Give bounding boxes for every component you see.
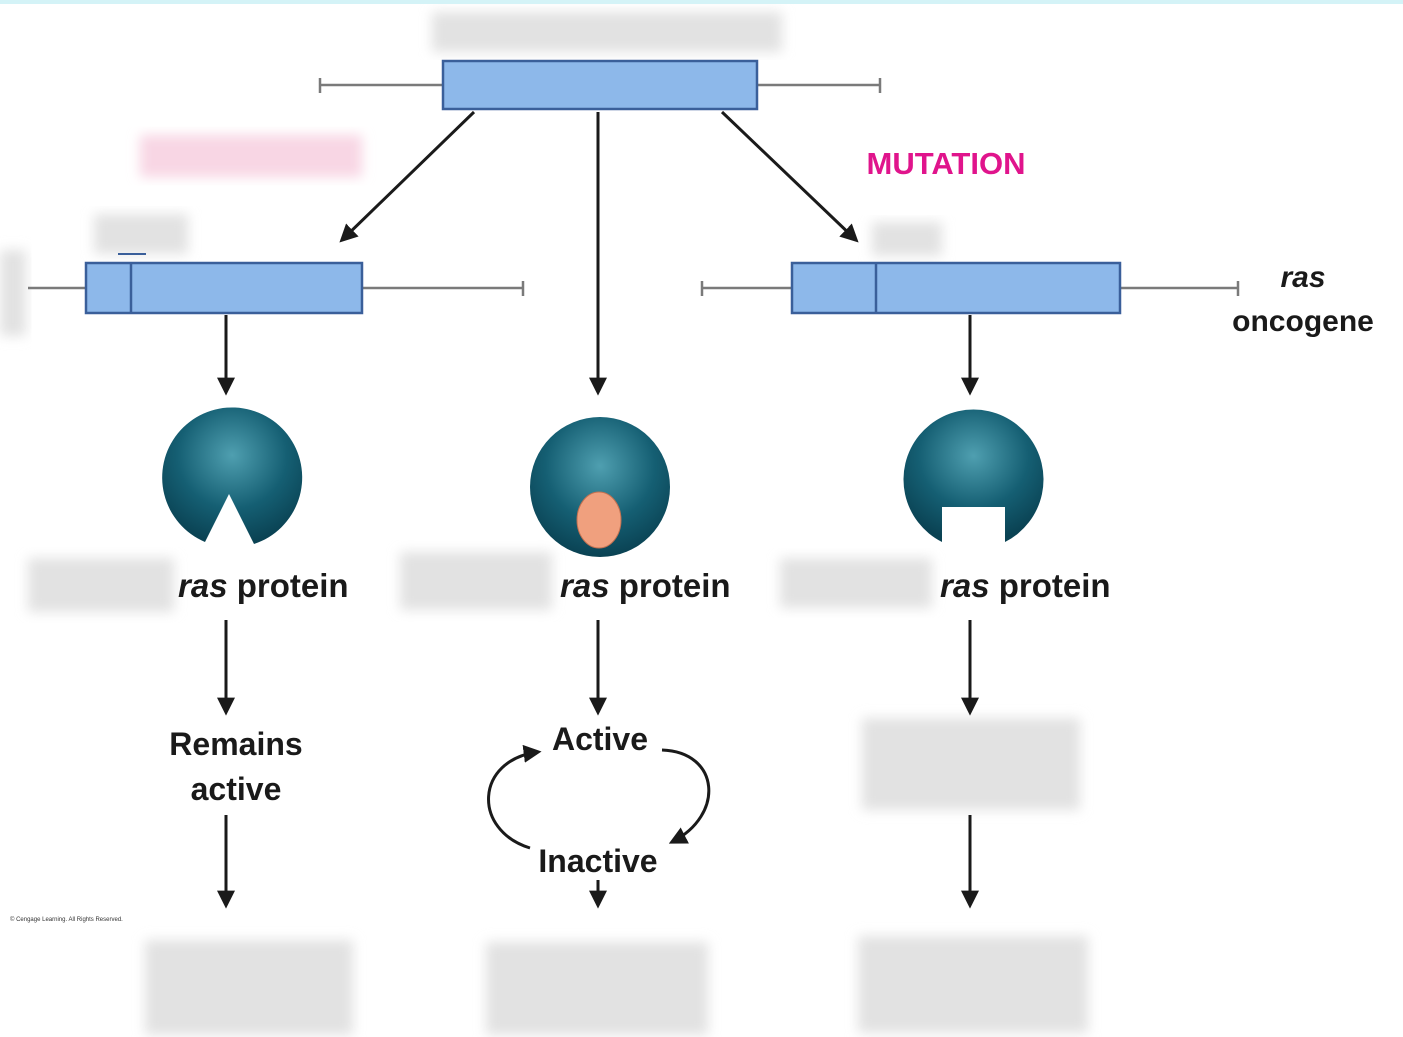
- active-label-left: active: [191, 771, 282, 807]
- hidden-label-bottom-mid: [486, 942, 708, 1035]
- oncogene-word-label: oncogene: [1232, 305, 1374, 338]
- protein-label-right: ras protein: [940, 567, 1111, 604]
- copyright-text: © Cengage Learning. All Rights Reserved.: [10, 916, 123, 923]
- hidden-label-right-state: [862, 718, 1080, 810]
- active-label-middle: Active: [552, 721, 648, 757]
- hidden-label-bottom-left: [145, 940, 353, 1035]
- oncogene-ras-label: ras: [1280, 261, 1325, 294]
- arrow-top-to-left: [339, 110, 476, 243]
- top-border-strip: [0, 0, 1403, 4]
- protein-label-middle: ras protein: [560, 567, 731, 604]
- cycle-arrow-right: [661, 748, 711, 844]
- hidden-label-protein-mid: [400, 552, 552, 610]
- middle-ras-protein: [530, 417, 670, 557]
- left-ras-protein: [162, 407, 303, 544]
- right-gene-box: [790, 261, 1122, 315]
- cycle-arrow-left: [487, 744, 542, 850]
- remains-label: Remains: [169, 726, 302, 762]
- inactive-label: Inactive: [538, 843, 657, 879]
- arrow-top-to-right: [720, 110, 859, 243]
- bound-molecule-icon: [576, 491, 622, 549]
- hidden-label-bottom-right: [858, 936, 1088, 1033]
- protein-label-left: ras protein: [178, 567, 349, 604]
- hidden-label-protein-right: [780, 558, 932, 608]
- hidden-label-top: [432, 12, 782, 52]
- hidden-label-left-gene: [94, 214, 188, 254]
- hidden-label-pink: [140, 135, 362, 177]
- hidden-label-protein-left: [28, 558, 174, 612]
- top-gene-box: [441, 59, 759, 111]
- right-ras-protein: [903, 409, 1044, 542]
- mutation-label: MUTATION: [867, 146, 1026, 181]
- hidden-label-right-gene: [872, 222, 942, 256]
- hidden-label-left-edge: [0, 250, 26, 336]
- left-gene-box: [84, 261, 364, 315]
